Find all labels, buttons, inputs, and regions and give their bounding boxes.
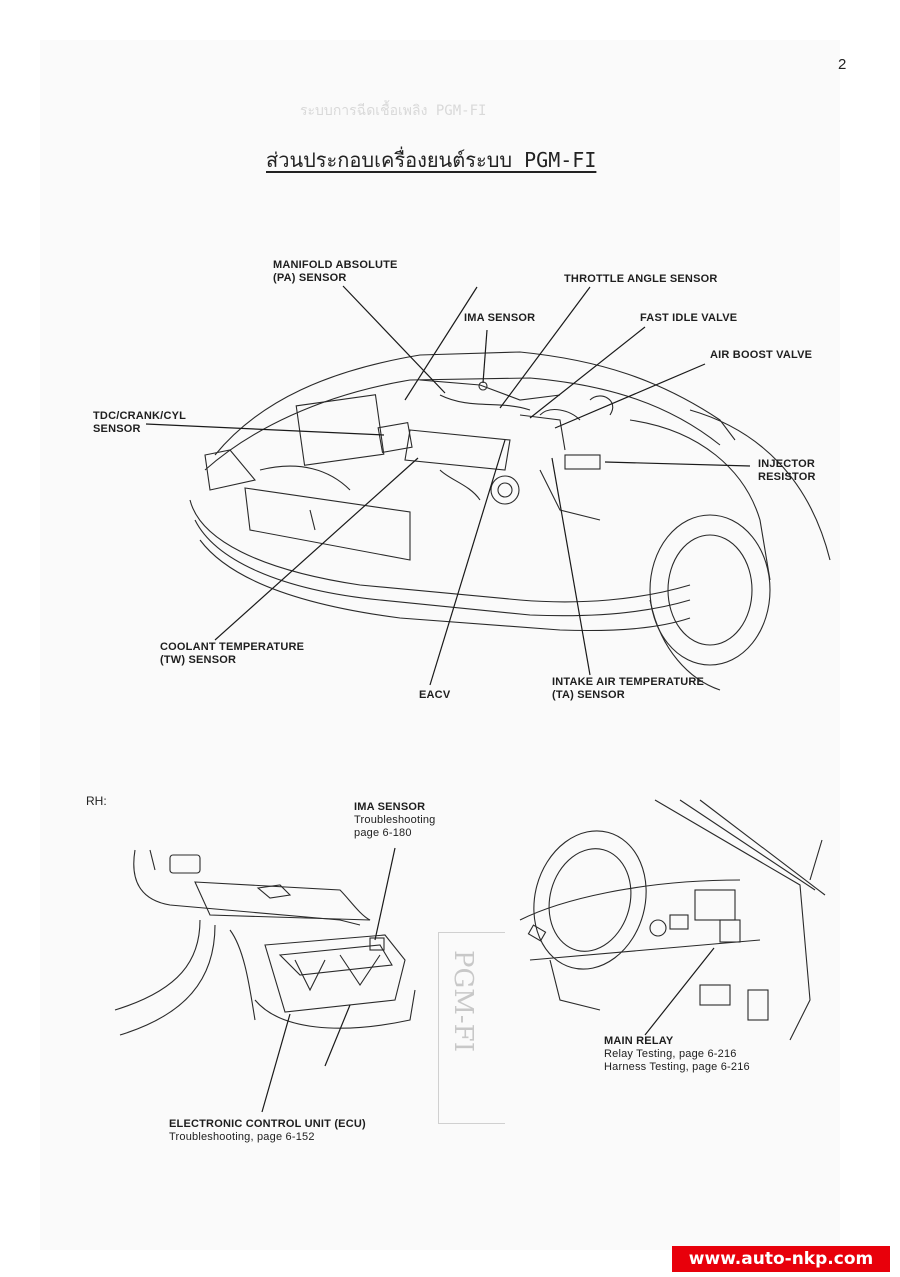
hood-outline — [214, 351, 736, 456]
label-ref: Harness Testing, page 6-216 — [604, 1061, 750, 1073]
leader-map-sensor — [342, 285, 446, 394]
leader-injector — [604, 461, 751, 467]
leader-ima-sensor — [482, 329, 488, 384]
dashboard-illustration — [519, 799, 826, 1041]
page-number: 2 — [838, 56, 847, 73]
label-ref: Troubleshooting, page 6-152 — [169, 1131, 315, 1143]
label-coolant-sensor: COOLANT TEMPERATURE (TW) SENSOR — [160, 641, 304, 667]
label-title: ELECTRONIC CONTROL UNIT (ECU) — [169, 1118, 366, 1130]
label-title: IMA SENSOR — [354, 801, 426, 813]
page-title: ส่วนประกอบเครื่องยนต์ระบบ PGM-FI — [266, 148, 597, 172]
leader-map-sensor-2 — [404, 286, 478, 401]
leader-ima-sensor-rh — [374, 847, 396, 941]
leader-fast-idle — [529, 326, 646, 419]
leader-eacv — [429, 439, 506, 686]
label-ref: Relay Testing, page 6-216 — [604, 1048, 737, 1060]
label-tdc-sensor: TDC/CRANK/CYL SENSOR — [93, 410, 186, 436]
leader-air-boost — [554, 363, 706, 429]
pulley — [490, 475, 520, 505]
side-label: RH: — [86, 794, 107, 808]
label-ref: Troubleshooting — [354, 814, 436, 826]
label-main-relay: MAIN RELAY Relay Testing, page 6-216 Har… — [604, 1035, 750, 1074]
label-line: COOLANT TEMPERATURE — [160, 641, 305, 653]
label-line: RESISTOR — [758, 471, 816, 483]
label-line: (TA) SENSOR — [552, 689, 625, 701]
label-air-boost-valve: AIR BOOST VALVE — [710, 349, 813, 361]
leader-tdc — [145, 423, 385, 436]
handwritten-note: PGM-FI — [448, 950, 478, 1052]
label-ecu: ELECTRONIC CONTROL UNIT (ECU) Troublesho… — [169, 1118, 366, 1144]
label-line: INJECTOR — [758, 458, 816, 470]
label-line: TDC/CRANK/CYL — [93, 410, 187, 422]
front-wheel — [649, 514, 771, 666]
ecu-illustration — [114, 849, 416, 1036]
label-intake-air-sensor: INTAKE AIR TEMPERATURE (TA) SENSOR — [552, 676, 704, 702]
label-eacv: EACV — [419, 689, 451, 701]
label-line: (TW) SENSOR — [160, 654, 237, 666]
leader-throttle — [499, 286, 591, 409]
leader-intake — [551, 457, 591, 676]
ecu-box — [264, 934, 406, 1013]
radio-panel — [694, 889, 736, 921]
label-line: INTAKE AIR TEMPERATURE — [552, 676, 705, 688]
label-title: MAIN RELAY — [604, 1035, 674, 1047]
leader-main-relay — [644, 947, 715, 1036]
ghost-header: ระบบการฉีดเชื้อเพลิง PGM-FI — [300, 103, 487, 119]
air-cleaner-box — [295, 394, 385, 466]
leader-ecu — [261, 1013, 291, 1113]
label-injector-resistor: INJECTOR RESISTOR — [758, 458, 816, 484]
label-fast-idle-valve: FAST IDLE VALVE — [640, 312, 738, 324]
label-throttle-angle-sensor: THROTTLE ANGLE SENSOR — [564, 273, 718, 285]
leader-coolant — [214, 457, 419, 641]
label-line: (PA) SENSOR — [273, 272, 347, 284]
label-ima-sensor-rh: IMA SENSOR Troubleshooting page 6-180 — [354, 801, 435, 840]
handwritten-note-box — [438, 932, 505, 1124]
label-line: SENSOR — [93, 423, 141, 435]
label-ima-sensor: IMA SENSOR — [464, 312, 536, 324]
front-bumper — [189, 499, 691, 603]
main-relay-box — [719, 919, 741, 943]
label-ref: page 6-180 — [354, 827, 412, 839]
watermark-link[interactable]: www.auto-nkp.com — [672, 1246, 890, 1272]
label-map-sensor: MANIFOLD ABSOLUTE (PA) SENSOR — [273, 259, 398, 285]
steering-wheel — [533, 830, 647, 970]
grille — [244, 487, 411, 561]
label-line: MANIFOLD ABSOLUTE — [273, 259, 398, 271]
